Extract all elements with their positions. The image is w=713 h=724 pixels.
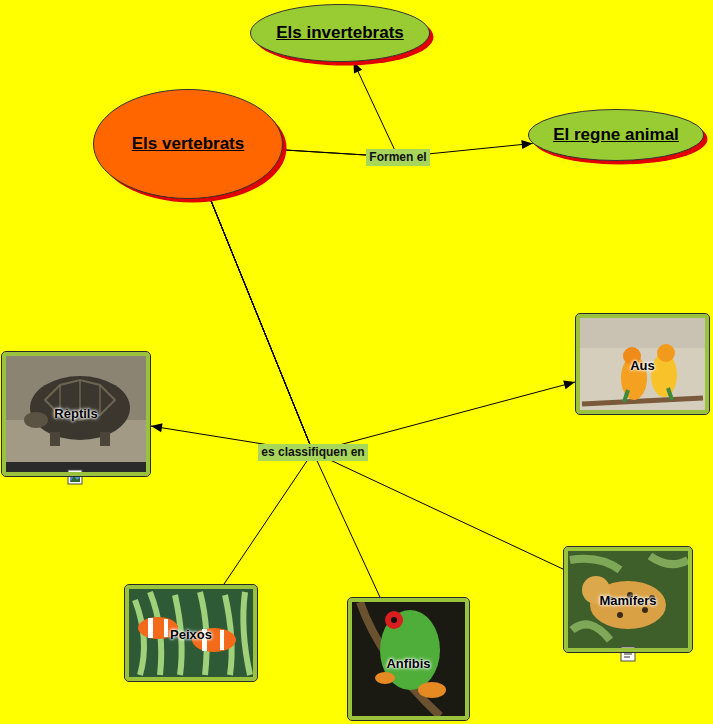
image-concept-box: Aus	[576, 314, 709, 414]
image-concept-box: Anfibis	[348, 598, 469, 720]
concept-text: Rèptils	[6, 406, 146, 422]
connector-line	[210, 198, 313, 584]
connector	[151, 198, 313, 452]
image-concept-box: Peixos	[125, 585, 257, 681]
concept-text: Peixos	[129, 627, 253, 643]
image-concept-box: Mamífers	[564, 547, 692, 652]
tortoise-photo	[6, 356, 146, 472]
connector-line	[151, 198, 313, 452]
ellipse-body	[529, 110, 704, 161]
arrow-head	[563, 381, 575, 390]
concept-ellipse: Els vertebrats	[93, 89, 287, 203]
connector-line	[210, 198, 380, 597]
concept-text: Aus	[580, 358, 705, 374]
connector	[282, 62, 398, 157]
connector-line	[210, 198, 563, 570]
connector	[210, 198, 380, 597]
concept-text: Els invertebrats	[276, 23, 404, 43]
concept-text: El regne animal	[553, 125, 679, 145]
connector-line	[282, 62, 398, 157]
tree-frog-photo	[352, 602, 465, 716]
connector	[210, 198, 313, 584]
concept-ellipse: El regne animal	[528, 109, 708, 165]
connector	[210, 198, 563, 570]
linking-phrase: es classifiquen en	[258, 444, 367, 461]
parrots-photo	[580, 318, 705, 410]
image-concept-box: Rèptils	[2, 352, 150, 476]
ellipse-body	[251, 5, 430, 62]
connector	[210, 198, 575, 452]
linking-phrase: Formen el	[366, 149, 429, 166]
ellipse-body	[94, 90, 283, 199]
concept-text: Mamífers	[568, 593, 688, 609]
connector-line	[210, 198, 575, 452]
concept-text: Anfibis	[352, 656, 465, 672]
jaguar-photo	[568, 551, 688, 648]
concept-text: Els vertebrats	[132, 134, 244, 154]
clownfish-photo	[129, 589, 253, 677]
concept-ellipse: Els invertebrats	[250, 4, 434, 66]
arrow-head	[151, 423, 163, 432]
